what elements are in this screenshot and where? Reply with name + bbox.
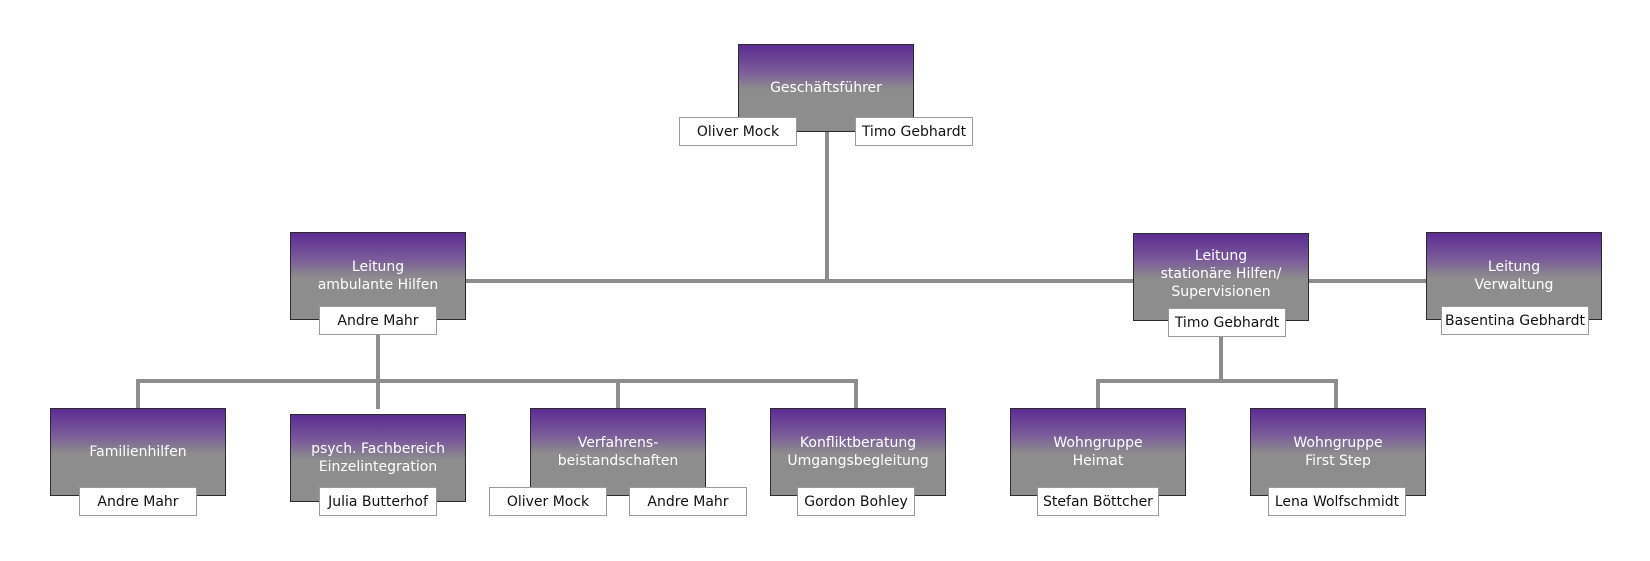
psych-title: psych. Fachbereich Einzelintegration [311, 441, 445, 475]
stationaer-name: Timo Gebhardt [1168, 308, 1286, 337]
familienhilfen-name: Andre Mahr [79, 487, 197, 516]
verfahren-title: Verfahrens- beistandschaften [557, 435, 679, 469]
ambulant-title: Leitung ambulante Hilfen [317, 259, 439, 293]
connector-level2-horizontal [465, 279, 1427, 283]
connector-konflikt [854, 379, 858, 409]
psych-name: Julia Butterhof [319, 487, 437, 516]
connector-familienhilfen [136, 379, 140, 409]
familienhilfen-box: Familienhilfen [50, 408, 226, 496]
heimat-box: Wohngruppe Heimat [1010, 408, 1186, 496]
ambulant-name: Andre Mahr [319, 306, 437, 335]
ceo-title: Geschäftsführer [770, 80, 882, 96]
heimat-name: Stefan Böttcher [1037, 487, 1159, 516]
ceo-name-1: Oliver Mock [679, 117, 797, 146]
verwaltung-title: Leitung Verwaltung [1474, 259, 1554, 293]
stationaer-title: Leitung stationäre Hilfen/ Supervisionen [1160, 248, 1282, 300]
verfahren-name-1: Oliver Mock [489, 487, 607, 516]
firststep-title: Wohngruppe First Step [1293, 435, 1383, 469]
connector-ambulant-down [376, 334, 380, 409]
firststep-box: Wohngruppe First Step [1250, 408, 1426, 496]
verfahren-name-2: Andre Mahr [629, 487, 747, 516]
connector-firststep [1334, 379, 1338, 409]
familienhilfen-title: Familienhilfen [89, 444, 187, 460]
connector-stationaer-horizontal [1096, 379, 1338, 383]
verwaltung-name: Basentina Gebhardt [1441, 306, 1589, 335]
connector-ceo-vertical [825, 127, 829, 283]
konflikt-name: Gordon Bohley [797, 487, 915, 516]
konflikt-box: Konfliktberatung Umgangsbegleitung [770, 408, 946, 496]
heimat-title: Wohngruppe Heimat [1053, 435, 1143, 469]
verfahren-box: Verfahrens- beistandschaften [530, 408, 706, 496]
stationaer-box: Leitung stationäre Hilfen/ Supervisionen [1133, 233, 1309, 321]
konflikt-title: Konfliktberatung Umgangsbegleitung [787, 435, 929, 469]
firststep-name: Lena Wolfschmidt [1268, 487, 1406, 516]
connector-heimat [1096, 379, 1100, 409]
ceo-name-2: Timo Gebhardt [855, 117, 973, 146]
connector-ambulant-horizontal [136, 379, 858, 383]
connector-verfahren [616, 379, 620, 409]
connector-stationaer-down [1219, 336, 1223, 381]
